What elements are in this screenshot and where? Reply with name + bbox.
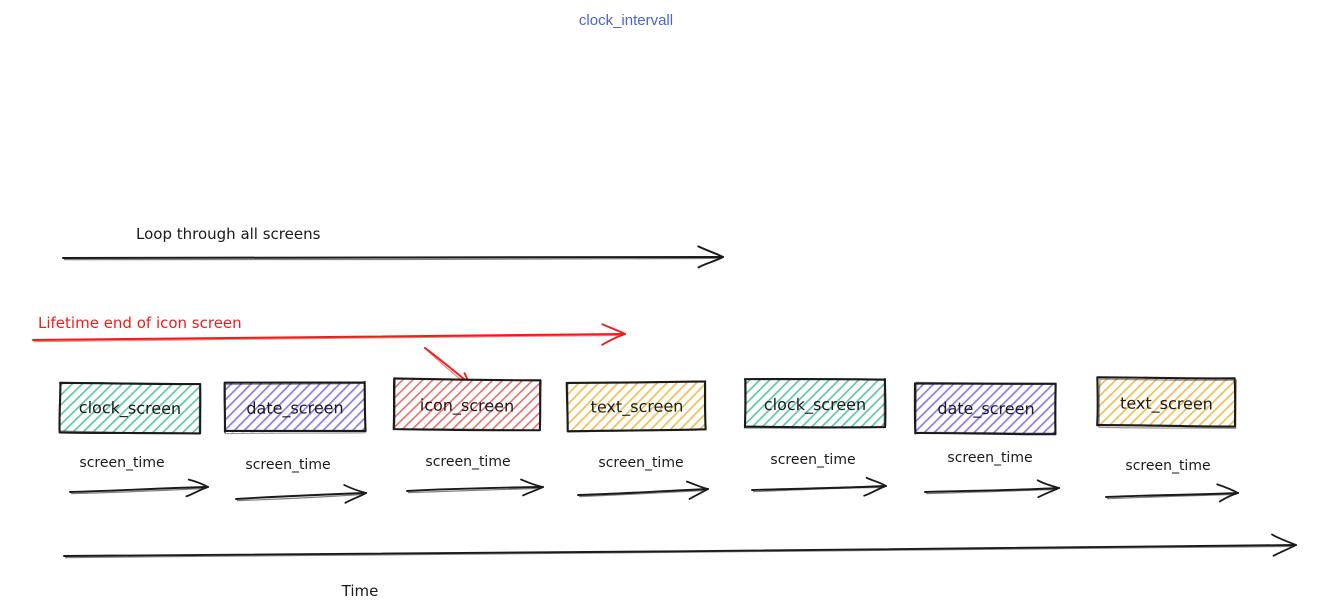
screen-box-fill <box>59 382 201 433</box>
screen-time-label: screen_time <box>245 457 330 473</box>
screen-time-item: screen_time <box>751 452 887 497</box>
lifetime-annotation-arrow <box>32 323 626 346</box>
screen-box-fill <box>393 379 541 431</box>
screen-box-fill <box>915 382 1057 434</box>
screen-box-fill <box>744 379 886 429</box>
screen-box[interactable]: date_screen <box>913 381 1057 436</box>
lifetime-annotation: Lifetime end of icon screen <box>32 314 626 346</box>
screen-box-label: clock_screen <box>79 398 182 419</box>
screen-box[interactable]: clock_screen <box>58 381 202 435</box>
screen-box-border <box>913 382 1057 436</box>
screen-box-border <box>224 382 366 435</box>
screen-box-label: text_screen <box>591 396 684 417</box>
screen-boxes-group: clock_screen date_screen icon_screen text_s… <box>58 376 1238 436</box>
screen-time-arrow <box>235 484 367 504</box>
screen-box-border <box>743 377 887 429</box>
loop-annotation: Loop through all screens <box>62 225 724 269</box>
screen-time-arrow <box>1105 483 1239 503</box>
screen-box[interactable]: text_screen <box>565 380 707 433</box>
screen-time-arrow <box>751 476 887 497</box>
screen-time-label: screen_time <box>947 450 1032 466</box>
screen-time-item: screen_time <box>235 457 367 504</box>
screen-time-label: screen_time <box>1125 458 1210 474</box>
screen-time-item: screen_time <box>406 454 544 497</box>
screen-box-label: icon_screen <box>420 395 515 416</box>
screen-box-fill <box>224 382 366 433</box>
screen-time-arrow <box>406 478 544 497</box>
screen-time-arrow <box>69 478 209 498</box>
screen-box-border <box>566 380 707 433</box>
screen-time-item: screen_time <box>577 455 709 500</box>
screen-time-label: screen_time <box>770 452 855 468</box>
screen-time-group: screen_time screen_time screen_time screen_… <box>69 450 1239 504</box>
screen-box[interactable]: text_screen <box>1096 376 1238 429</box>
loop-annotation-arrow <box>62 245 724 269</box>
screen-box-label: clock_screen <box>764 395 866 415</box>
screen-time-arrow <box>924 479 1060 499</box>
screen-box-border <box>565 380 707 433</box>
page-title: clock_intervall <box>579 12 673 29</box>
screen-box-label: date_screen <box>937 399 1034 420</box>
screen-box-label: date_screen <box>246 398 343 419</box>
screen-box-border <box>223 380 367 433</box>
screen-box-border <box>58 381 202 435</box>
time-axis-label: Time <box>341 582 379 600</box>
screen-time-label: screen_time <box>79 455 164 471</box>
screen-box-border <box>1096 376 1237 428</box>
time-axis-group: Time <box>63 533 1297 600</box>
time-axis-arrow <box>63 533 1297 559</box>
screen-time-item: screen_time <box>69 455 209 498</box>
screen-time-arrow <box>577 480 709 500</box>
screen-time-item: screen_time <box>924 450 1060 499</box>
screen-box-border <box>394 377 542 431</box>
lifetime-annotation-label: Lifetime end of icon screen <box>38 314 242 332</box>
screen-box-label: text_screen <box>1120 394 1213 415</box>
screen-time-item: screen_time <box>1105 458 1239 503</box>
screen-time-label: screen_time <box>598 455 683 471</box>
screen-time-label: screen_time <box>425 454 510 470</box>
screen-box[interactable]: date_screen <box>223 380 367 435</box>
screen-box[interactable]: clock_screen <box>743 377 887 429</box>
screen-box-fill <box>567 381 707 431</box>
screen-box-border <box>744 378 886 429</box>
screen-box-border <box>58 382 201 434</box>
screen-box-border <box>1098 378 1238 429</box>
screen-box-border <box>392 377 542 432</box>
screen-box-border <box>915 381 1057 434</box>
loop-annotation-label: Loop through all screens <box>136 225 321 243</box>
screen-box[interactable]: icon_screen <box>392 377 542 432</box>
screen-box-fill <box>1097 378 1236 428</box>
